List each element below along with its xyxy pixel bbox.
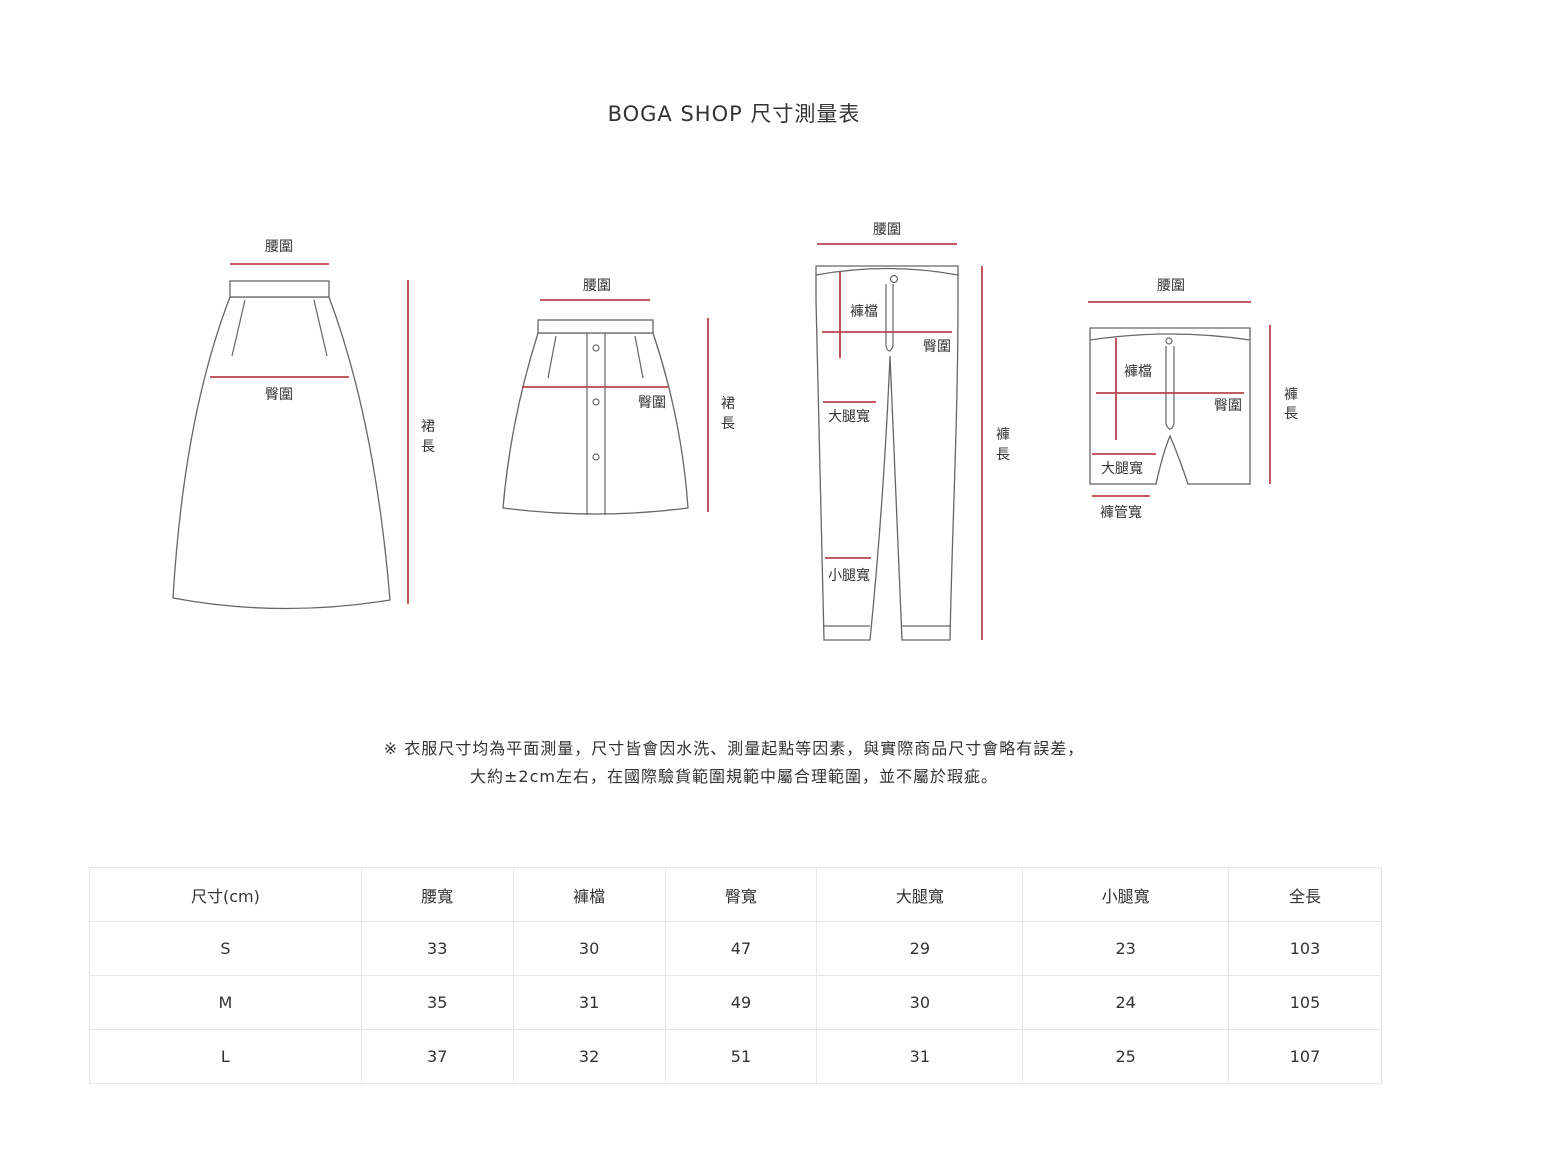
header-cell: 褲檔 <box>512 867 666 922</box>
long-skirt-waistband <box>229 280 330 298</box>
dart-line <box>231 299 246 357</box>
header-cell: 大腿寬 <box>816 867 1024 922</box>
table-cell: 31 <box>816 1029 1024 1084</box>
table-cell: 35 <box>360 975 514 1030</box>
shorts-figure: 腰圍 褲檔 臀圍 大腿寬 褲管寬 褲 長 <box>1088 278 1298 521</box>
table-cell: 32 <box>512 1029 666 1084</box>
header-cell: 小腿寬 <box>1022 867 1230 922</box>
table-cell: 37 <box>360 1029 514 1084</box>
long-skirt-length-label-2: 長 <box>421 439 435 455</box>
shorts-length-label-1: 褲 <box>1284 387 1298 403</box>
size-cell: S <box>89 921 362 976</box>
page-title: BOGA SHOP 尺寸測量表 <box>607 102 861 126</box>
shorts-length-label-2: 長 <box>1284 406 1298 422</box>
table-cell: 47 <box>664 921 818 976</box>
table-row: L 37 32 51 31 25 107 <box>89 1029 1382 1084</box>
table-cell: 24 <box>1022 975 1230 1030</box>
button-icon <box>592 344 600 352</box>
table-cell: 30 <box>512 921 666 976</box>
long-pants-hip-label: 臀圍 <box>923 339 951 355</box>
table-cell: 33 <box>360 921 514 976</box>
table-cell: 25 <box>1022 1029 1230 1084</box>
size-cell: M <box>89 975 362 1030</box>
dart-line <box>634 335 644 379</box>
long-pants-length-label-1: 褲 <box>996 427 1010 443</box>
size-diagram: 腰圍 臀圍 裙 長 腰圍 臀圍 裙 長 腰圍 褲 <box>172 222 1298 641</box>
short-skirt-figure: 腰圍 臀圍 裙 長 <box>502 278 735 515</box>
pants-waistband-line <box>815 267 959 276</box>
short-skirt-hip-label: 臀圍 <box>638 395 666 411</box>
short-skirt-length-label-1: 裙 <box>721 396 735 412</box>
table-row: S 33 30 47 29 23 103 <box>89 921 1382 976</box>
shorts-thigh-label: 大腿寬 <box>1101 460 1143 477</box>
table-cell: 30 <box>816 975 1024 1030</box>
long-skirt-length-label-1: 裙 <box>421 419 435 435</box>
table-row: M 35 31 49 30 24 105 <box>89 975 1382 1030</box>
table-cell: 103 <box>1228 921 1382 976</box>
dart-line <box>547 335 557 379</box>
table-cell: 49 <box>664 975 818 1030</box>
long-skirt-body <box>172 296 391 610</box>
table-cell: 23 <box>1022 921 1230 976</box>
table-cell: 51 <box>664 1029 818 1084</box>
shorts-hem-label: 褲管寬 <box>1100 504 1142 521</box>
header-cell: 腰寬 <box>360 867 514 922</box>
button-icon <box>889 274 899 284</box>
short-skirt-length-label-2: 長 <box>721 416 735 432</box>
table-cell: 105 <box>1228 975 1382 1030</box>
fly-line <box>1165 346 1175 430</box>
long-pants-thigh-label: 大腿寬 <box>828 408 870 425</box>
short-skirt-waistband <box>537 319 654 334</box>
table-cell: 31 <box>512 975 666 1030</box>
long-pants-waist-label: 腰圍 <box>873 222 901 238</box>
shorts-waistband-line <box>1089 333 1251 341</box>
fly-line <box>885 284 894 352</box>
long-skirt-waist-label: 腰圍 <box>265 239 293 255</box>
long-pants-body <box>815 265 959 641</box>
short-skirt-waist-label: 腰圍 <box>583 278 611 294</box>
short-skirt-body <box>502 332 689 515</box>
long-pants-length-label-2: 長 <box>996 447 1010 463</box>
button-icon <box>592 453 600 461</box>
long-pants-rise-label: 褲檔 <box>850 304 878 320</box>
header-cell: 全長 <box>1228 867 1382 922</box>
measurement-note-line-2: 大約±2cm左右，在國際驗貨範圍規範中屬合理範圍，並不屬於瑕疵。 <box>470 767 998 786</box>
table-cell: 29 <box>816 921 1024 976</box>
button-icon <box>1165 337 1173 345</box>
header-cell: 尺寸(cm) <box>89 867 362 922</box>
button-icon <box>592 398 600 406</box>
header-cell: 臀寬 <box>664 867 818 922</box>
measurement-note-line-1: ※ 衣服尺寸均為平面測量，尺寸皆會因水洗、測量起點等因素，與實際商品尺寸會略有誤… <box>383 739 1085 758</box>
long-pants-figure: 腰圍 褲檔 臀圍 大腿寬 小腿寬 褲 長 <box>815 222 1010 641</box>
long-skirt-hip-label: 臀圍 <box>265 387 293 403</box>
shorts-body <box>1089 327 1251 485</box>
dart-line <box>313 299 328 357</box>
table-header-row: 尺寸(cm) 腰寬 褲檔 臀寬 大腿寬 小腿寬 全長 <box>89 867 1382 922</box>
garment-illustrations: 腰圍 臀圍 裙 長 腰圍 臀圍 裙 長 腰圍 褲 <box>172 222 1298 641</box>
long-pants-calf-label: 小腿寬 <box>828 567 870 584</box>
shorts-rise-label: 褲檔 <box>1124 364 1152 380</box>
table-cell: 107 <box>1228 1029 1382 1084</box>
long-skirt-figure: 腰圍 臀圍 裙 長 <box>172 239 435 610</box>
shorts-hip-label: 臀圍 <box>1214 398 1242 414</box>
shorts-waist-label: 腰圍 <box>1157 278 1185 294</box>
size-table: 尺寸(cm) 腰寬 褲檔 臀寬 大腿寬 小腿寬 全長 S 33 30 47 29… <box>89 867 1382 1084</box>
size-cell: L <box>89 1029 362 1084</box>
